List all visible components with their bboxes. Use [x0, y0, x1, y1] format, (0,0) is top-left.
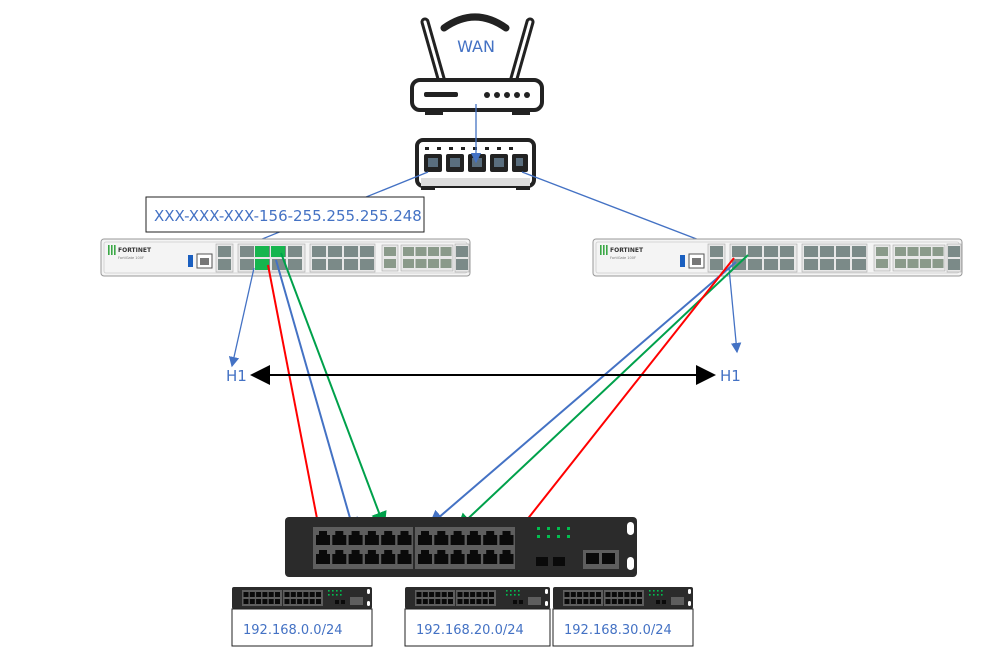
- subnet-label: 192.168.30.0/24: [564, 623, 672, 638]
- switch-port: [466, 550, 481, 564]
- subnet-label: 192.168.0.0/24: [243, 623, 343, 638]
- fortigate-left: FORTINET FortiGate 100F: [100, 238, 471, 277]
- switch-port: [499, 550, 514, 564]
- subnet-box: [231, 608, 373, 647]
- right-fw-red-link: [509, 257, 735, 542]
- subnet-box: [404, 608, 551, 647]
- switch-port: [466, 531, 481, 545]
- left-fw-blue-link: [275, 259, 358, 534]
- core-switch: [285, 517, 637, 577]
- wan-ip-label: XXX-XXX-XXX-156-255.255.255.248: [154, 207, 422, 225]
- left-fw-red-link: [267, 264, 326, 536]
- switch-port: [332, 550, 347, 564]
- switch-port: [316, 531, 330, 545]
- switch-port: [434, 531, 449, 545]
- switch-port: [364, 531, 379, 545]
- fortinet-logo: FORTINET: [118, 247, 152, 254]
- switch-port: [450, 550, 465, 564]
- left-ha-drop-link: [228, 267, 255, 368]
- active-port: [271, 246, 285, 257]
- switch-right-fw-link: [521, 171, 722, 250]
- h1-left-label: H1: [226, 367, 247, 385]
- wifi-signal-icon: [440, 13, 510, 32]
- switch-port: [483, 531, 498, 545]
- wan-ip-box: XXX-XXX-XXX-156-255.255.255.248: [145, 196, 425, 233]
- switch-port: [434, 550, 449, 564]
- left-fw-green-link: [280, 252, 387, 528]
- status-led: [547, 535, 550, 538]
- switch-port: [348, 550, 363, 564]
- switch-port: [364, 550, 379, 564]
- switch-port: [397, 550, 412, 564]
- status-led: [537, 535, 540, 538]
- switch-port: [450, 531, 465, 545]
- active-port: [255, 259, 269, 270]
- subnet-box: [552, 608, 694, 647]
- subnet-label: 192.168.20.0/24: [416, 623, 524, 638]
- switch-port: [381, 531, 396, 545]
- firewall-model: FortiGate 100F: [118, 256, 144, 260]
- status-led: [567, 527, 570, 530]
- firewall-model: FortiGate 100F: [610, 256, 636, 260]
- status-led: [557, 535, 560, 538]
- switch-port: [397, 531, 412, 545]
- switch-port: [332, 531, 347, 545]
- access-switch: [232, 587, 372, 609]
- switch-port: [418, 531, 432, 545]
- switch-port: [418, 550, 432, 564]
- switch-port: [381, 550, 396, 564]
- fortinet-logo: FORTINET: [610, 247, 644, 254]
- wan-label: WAN: [457, 37, 495, 56]
- active-port: [255, 246, 269, 257]
- wan-router: WAN: [410, 13, 544, 115]
- right-fw-blue-link: [428, 261, 737, 527]
- switch-port: [499, 531, 514, 545]
- status-led: [557, 527, 560, 530]
- right-ha-drop-link: [728, 267, 742, 354]
- access-switch: [553, 587, 693, 609]
- access-switches: 192.168.0.0/24 192.168.20.0/24 192.168.30.…: [231, 587, 694, 647]
- status-led: [547, 527, 550, 530]
- status-led: [567, 535, 570, 538]
- fortigate-right: FORTINET FortiGate 100F: [592, 238, 963, 277]
- switch-port: [316, 550, 330, 564]
- access-switch: [405, 587, 550, 609]
- status-led: [537, 527, 540, 530]
- h1-right-label: H1: [720, 367, 741, 385]
- switch-port: [348, 531, 363, 545]
- switch-port: [483, 550, 498, 564]
